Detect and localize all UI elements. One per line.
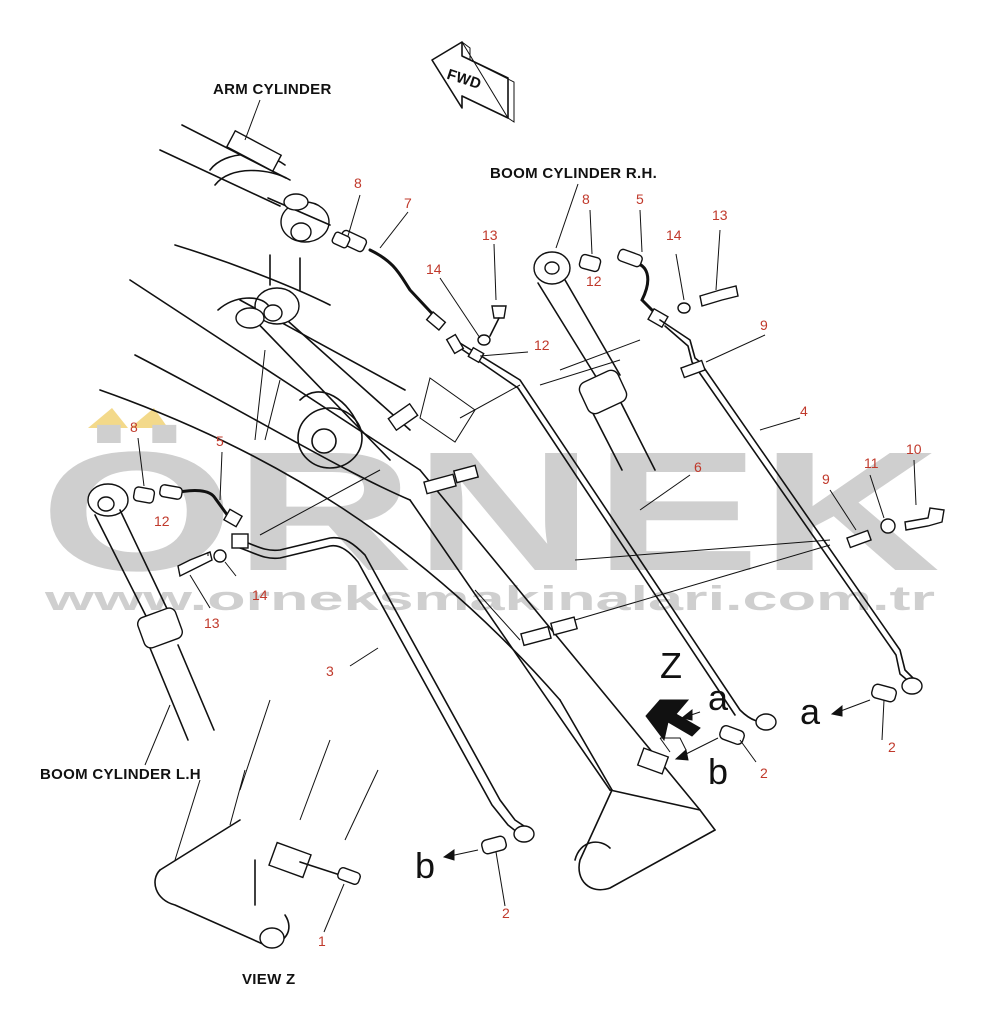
- arm-cylinder-label: ARM CYLINDER: [213, 81, 332, 98]
- part-number-8-rh: 8: [582, 191, 590, 207]
- boom-cylinder-lh-drawing: [87, 483, 215, 741]
- connection-b-bottom: b: [415, 845, 435, 886]
- text-labels: ARM CYLINDER BOOM CYLINDER R.H. BOOM CYL…: [40, 81, 821, 988]
- part-number-14-center: 14: [426, 261, 442, 277]
- part-number-8-lh: 8: [130, 419, 138, 435]
- part-number-13-lh: 13: [204, 615, 220, 631]
- part-number-11: 11: [864, 455, 879, 471]
- z-label: Z: [660, 645, 682, 686]
- part-number-4: 4: [800, 403, 808, 419]
- watermark-url: www.orneksmakinalari.com.tr: [43, 580, 935, 618]
- part-number-13-center: 13: [482, 227, 498, 243]
- view-z-drawing: [154, 699, 379, 949]
- fwd-arrow-icon: FWD: [431, 41, 515, 123]
- part-number-14-lh: 14: [252, 587, 268, 603]
- small-parts: [132, 231, 945, 855]
- part-number-3: 3: [326, 663, 334, 679]
- leader-lines: [137, 99, 917, 933]
- watermark-accent-1: [88, 408, 128, 428]
- part-number-9-top: 9: [760, 317, 768, 333]
- part-number-5-rh: 5: [636, 191, 644, 207]
- part-number-13-rh: 13: [712, 207, 728, 223]
- watermark: ÖRNEK www.orneksmakinalari.com.tr: [40, 408, 940, 618]
- z-view-arrow-icon: [645, 699, 701, 742]
- arm-cylinder-drawing: [159, 124, 331, 243]
- part-numbers: 8 7 13 14 12 8 12 5 14 13 9 4 6 10 11 9 …: [130, 175, 922, 949]
- part-number-12-center: 12: [534, 337, 550, 353]
- view-z-label: VIEW Z: [242, 971, 295, 988]
- part-number-5-lh: 5: [216, 433, 224, 449]
- boom-cylinder-rh-label: BOOM CYLINDER R.H.: [490, 165, 657, 182]
- watermark-accent-2: [130, 408, 168, 428]
- boom-structure: [99, 244, 716, 891]
- part-number-2-center: 2: [760, 765, 768, 781]
- part-number-10: 10: [906, 441, 922, 457]
- part-number-12-lh: 12: [154, 513, 170, 529]
- part-number-8-arm: 8: [354, 175, 362, 191]
- connection-b-center: b: [708, 751, 728, 792]
- part-number-7: 7: [404, 195, 412, 211]
- part-number-14-rh: 14: [666, 227, 682, 243]
- part-number-1: 1: [318, 933, 326, 949]
- connection-a-center: a: [708, 677, 729, 718]
- part-number-6: 6: [694, 459, 702, 475]
- connection-a-right: a: [800, 691, 821, 732]
- part-number-2-bottom: 2: [502, 905, 510, 921]
- part-number-9-mid: 9: [822, 471, 830, 487]
- boom-cylinder-rh-drawing: [533, 251, 656, 471]
- boom-cylinder-lh-label: BOOM CYLINDER L.H: [40, 766, 201, 783]
- part-number-12-rh: 12: [586, 273, 602, 289]
- part-number-2-right: 2: [888, 739, 896, 755]
